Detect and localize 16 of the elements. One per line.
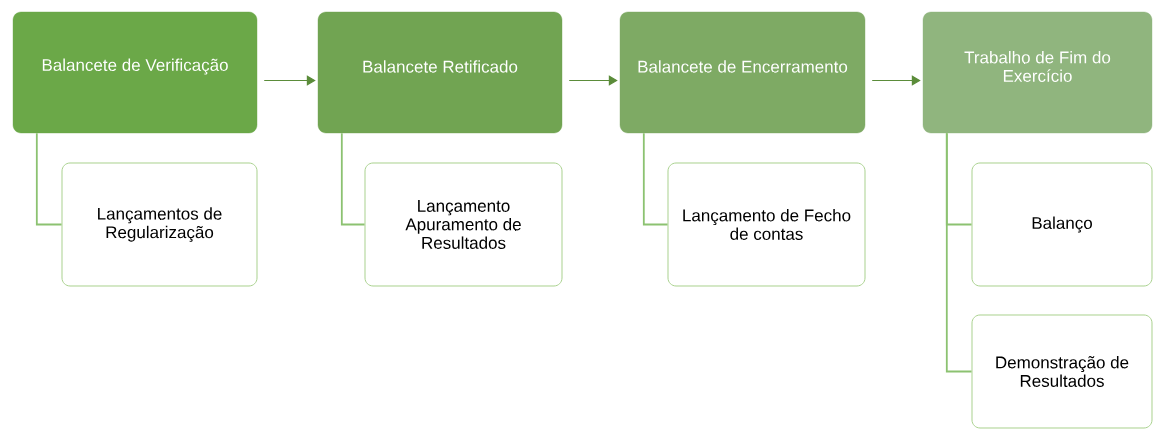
arrow (871, 75, 921, 86)
sub-box: Lançamento Apuramento de Resultados (364, 162, 563, 287)
process-box: Trabalho de Fim do Exercício (922, 11, 1153, 134)
connector-line (35, 132, 63, 226)
process-box: Balancete de Encerramento (619, 11, 866, 134)
sub-box: Balanço (971, 162, 1153, 287)
connector-line (642, 132, 669, 226)
sub-box: Lançamentos de Regularização (61, 162, 258, 287)
arrow (263, 75, 316, 86)
process-box: Balancete de Verificação (12, 11, 258, 134)
connector-line (945, 132, 973, 373)
sub-box: Demonstração de Resultados (971, 314, 1153, 429)
arrow (568, 75, 618, 86)
process-box: Balancete Retificado (317, 11, 563, 134)
connector-line (340, 132, 366, 226)
sub-box: Lançamento de Fecho de contas (667, 162, 866, 287)
